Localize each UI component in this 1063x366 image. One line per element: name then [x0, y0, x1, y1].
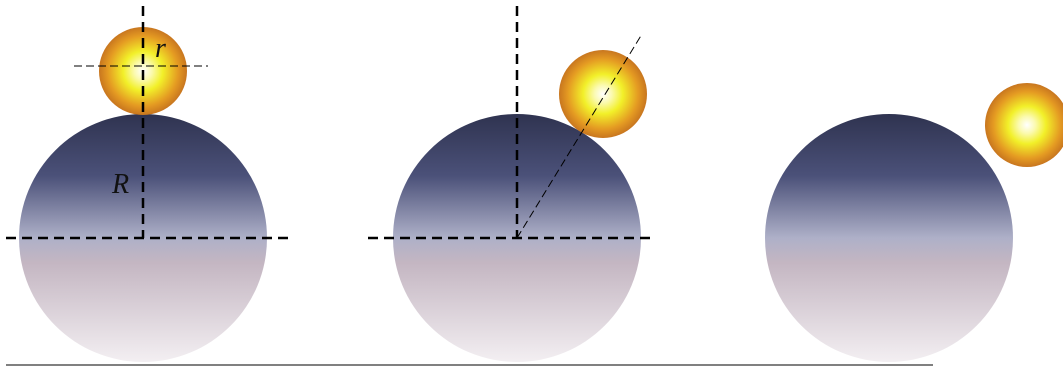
small-radius-label: r [155, 33, 166, 64]
angle-line [516, 33, 643, 239]
panel-2 [368, 6, 654, 362]
small-ball [985, 83, 1063, 167]
large-radius-label: R [111, 169, 129, 200]
small-ball [559, 50, 647, 138]
panel-1: r R [6, 6, 292, 362]
panel-3 [765, 83, 1063, 362]
large-sphere [765, 114, 1013, 362]
